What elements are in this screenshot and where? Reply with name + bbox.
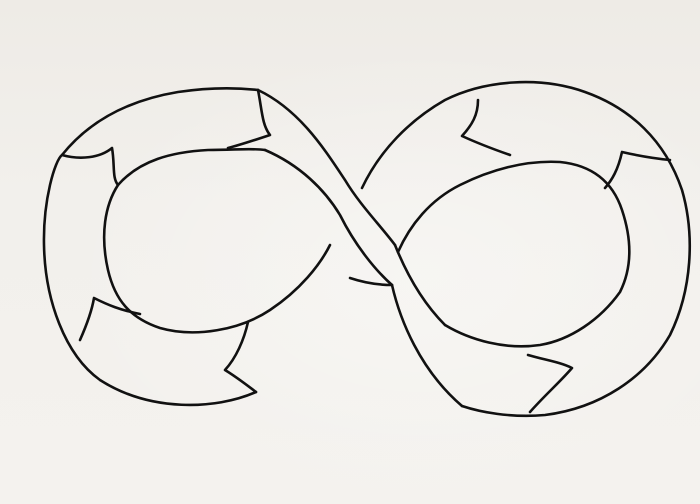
left-loop-inner-line	[104, 149, 330, 332]
left-loop-outer-line	[44, 88, 258, 405]
right-loop-lower-crossing-line	[395, 245, 445, 325]
left-arrow-bottom-notch	[225, 322, 256, 392]
right-arrow-lower-head	[528, 355, 572, 412]
right-arrow-right-notch	[605, 152, 670, 188]
right-loop-inner-line	[398, 162, 629, 347]
left-arrow-left-notch	[62, 148, 118, 185]
right-arrow-top-head	[462, 100, 510, 155]
right-loop-outer-line	[362, 82, 690, 416]
left-arrow-top-head	[228, 90, 270, 148]
left-arrow-lower-head	[80, 298, 140, 340]
